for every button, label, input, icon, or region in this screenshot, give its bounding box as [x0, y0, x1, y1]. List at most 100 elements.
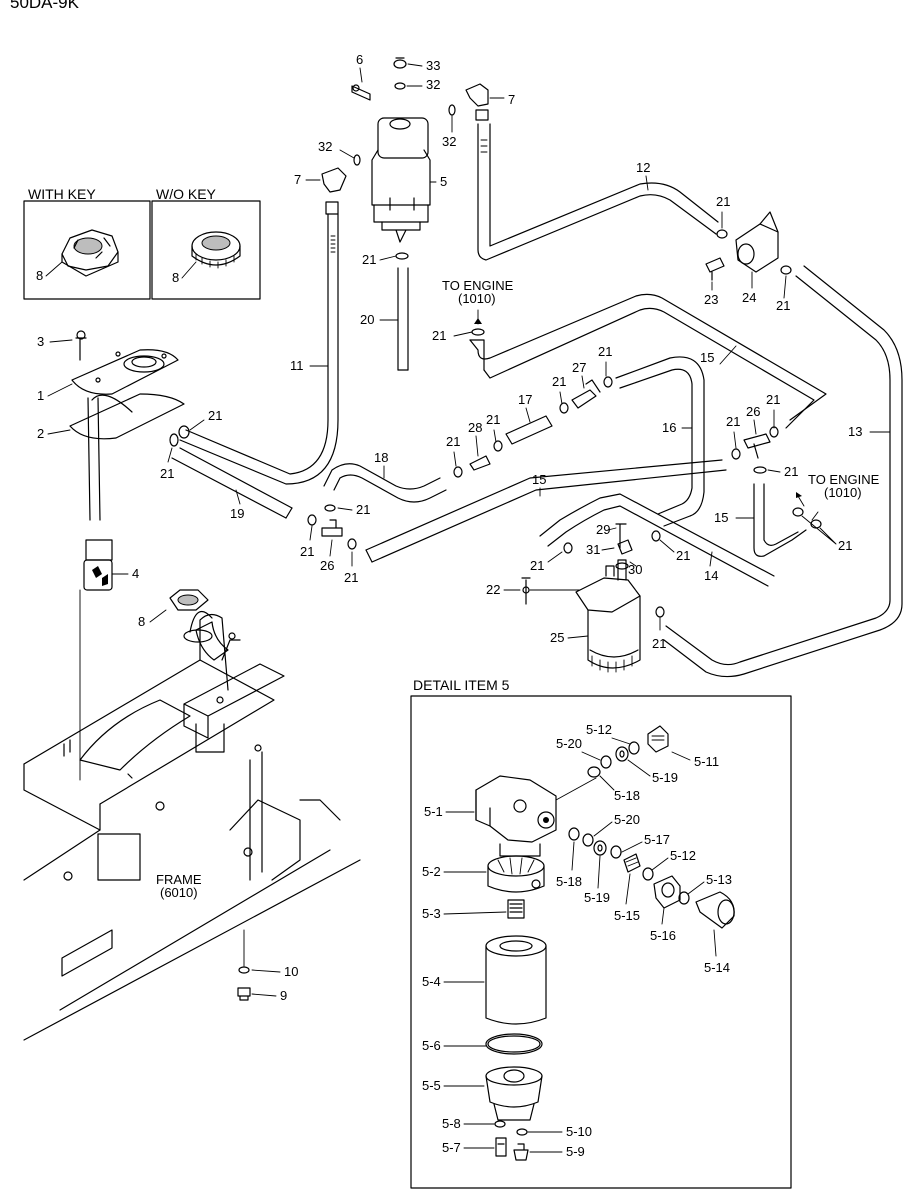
svg-text:21: 21 — [838, 538, 852, 553]
svg-text:20: 20 — [360, 312, 374, 327]
svg-text:7: 7 — [508, 92, 515, 107]
with-key-box: WITH KEY 8 — [23, 186, 151, 300]
wo-key-title: W/O KEY — [156, 186, 217, 202]
sight-bowl-5-14 — [695, 891, 735, 929]
water-separator-5 — [371, 117, 431, 243]
bowl-5-16 — [653, 875, 681, 909]
svg-text:13: 13 — [848, 424, 862, 439]
wo-key-box: W/O KEY 8 — [151, 186, 261, 300]
svg-text:21: 21 — [362, 252, 376, 267]
svg-text:4: 4 — [132, 566, 139, 581]
svg-text:5-20: 5-20 — [556, 736, 582, 751]
svg-text:26: 26 — [320, 558, 334, 573]
fitting-28 — [469, 455, 491, 471]
svg-text:10: 10 — [284, 964, 298, 979]
fuel-cap-with-key-icon — [61, 229, 119, 277]
svg-text:25: 25 — [550, 630, 564, 645]
to-engine-note-1: TO ENGINE — [442, 278, 514, 293]
svg-text:30: 30 — [628, 562, 642, 577]
hose-15-right — [753, 483, 807, 557]
svg-text:15: 15 — [700, 350, 714, 365]
svg-text:33: 33 — [426, 58, 440, 73]
elbow-7-right — [465, 83, 489, 121]
hose-15-lower — [365, 459, 727, 563]
plug-33 — [393, 57, 407, 69]
hose-18 — [323, 463, 447, 503]
svg-text:19: 19 — [230, 506, 244, 521]
svg-text:5-7: 5-7 — [442, 1140, 461, 1155]
drain-plug — [237, 966, 251, 1001]
frame-note: FRAME — [156, 872, 202, 887]
oring-5-20-top — [600, 755, 612, 769]
svg-text:32: 32 — [426, 77, 440, 92]
washer-5-19-bottom — [593, 840, 607, 856]
svg-text:28: 28 — [468, 420, 482, 435]
svg-text:5-8: 5-8 — [442, 1116, 461, 1131]
fitting-30-31 — [615, 539, 633, 570]
nipple-5-3 — [507, 899, 525, 919]
svg-text:5-16: 5-16 — [650, 928, 676, 943]
hose-16 — [615, 356, 705, 527]
svg-text:5-3: 5-3 — [422, 906, 441, 921]
svg-text:5-1: 5-1 — [424, 804, 443, 819]
svg-text:21: 21 — [344, 570, 358, 585]
seal-5-17 — [610, 845, 622, 859]
oring-32-b — [448, 104, 456, 116]
svg-text:12: 12 — [636, 160, 650, 175]
hose-12 — [477, 123, 719, 261]
svg-text:31: 31 — [586, 542, 600, 557]
fuel-sender-assembly — [69, 330, 185, 781]
oring-32-a — [394, 82, 406, 90]
svg-text:22: 22 — [486, 582, 500, 597]
fuel-cap-without-key-icon — [191, 231, 241, 269]
svg-text:32: 32 — [318, 139, 332, 154]
oring-5-12-top — [628, 741, 640, 755]
svg-text:5-20: 5-20 — [614, 812, 640, 827]
hose-19 — [171, 447, 293, 519]
oring-5-10 — [516, 1128, 528, 1136]
svg-text:2: 2 — [37, 426, 44, 441]
fuel-filler-neck-cap — [169, 589, 229, 661]
oring-5-12-bottom — [642, 867, 654, 881]
svg-text:5-17: 5-17 — [644, 832, 670, 847]
elbow-7-left — [321, 167, 347, 215]
svg-text:17: 17 — [518, 392, 532, 407]
oring-5-13 — [678, 891, 690, 905]
svg-text:14: 14 — [704, 568, 718, 583]
fuel-filter-25 — [575, 559, 641, 673]
svg-text:8: 8 — [172, 270, 179, 285]
to-engine-ref-2: (1010) — [824, 485, 862, 500]
washer-5-19-top — [615, 746, 629, 762]
priming-pump-24 — [735, 211, 779, 273]
svg-text:15: 15 — [532, 472, 546, 487]
svg-text:5: 5 — [440, 174, 447, 189]
detail-item-5-box: DETAIL ITEM 5 5-1 5-2 5-3 5-4 5-6 — [410, 677, 792, 1189]
svg-text:18: 18 — [374, 450, 388, 465]
svg-text:15: 15 — [714, 510, 728, 525]
svg-text:32: 32 — [442, 134, 456, 149]
svg-text:5-12: 5-12 — [670, 848, 696, 863]
head-5-1 — [475, 775, 557, 857]
bolt-22 — [521, 577, 581, 605]
fitting-27 — [571, 379, 601, 409]
svg-text:5-10: 5-10 — [566, 1124, 592, 1139]
drain-5-7 — [495, 1137, 507, 1157]
svg-text:5-18: 5-18 — [614, 788, 640, 803]
svg-text:21: 21 — [446, 434, 460, 449]
svg-text:21: 21 — [766, 392, 780, 407]
svg-text:5-9: 5-9 — [566, 1144, 585, 1159]
svg-text:29: 29 — [596, 522, 610, 537]
svg-text:7: 7 — [294, 172, 301, 187]
fitting-5-11 — [647, 725, 669, 753]
svg-text:5-5: 5-5 — [422, 1078, 441, 1093]
svg-text:5-18: 5-18 — [556, 874, 582, 889]
svg-text:21: 21 — [300, 544, 314, 559]
to-engine-ref-1: (1010) — [458, 291, 496, 306]
svg-text:5-6: 5-6 — [422, 1038, 441, 1053]
svg-text:8: 8 — [36, 268, 43, 283]
fitting-23 — [705, 257, 725, 281]
svg-text:21: 21 — [486, 412, 500, 427]
hose-15-upper — [469, 293, 827, 429]
svg-text:5-13: 5-13 — [706, 872, 732, 887]
